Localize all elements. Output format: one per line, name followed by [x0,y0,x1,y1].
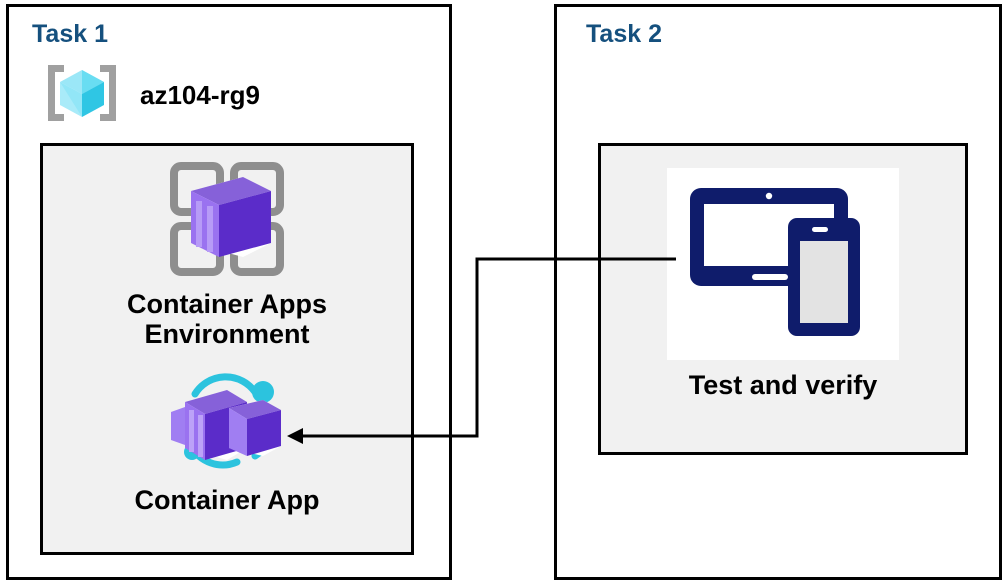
resource-group-label: az104-rg9 [140,80,260,110]
resource-group-row: az104-rg9 [38,62,260,129]
task-1-title: Task 1 [32,20,108,48]
resource-group-icon [38,62,126,129]
node-container-app: Container App [40,372,414,515]
container-apps-environment-icon [165,160,289,283]
node-container-apps-environment: Container Apps Environment [40,160,414,349]
test-devices-icon [667,168,899,360]
task-2-title: Task 2 [586,20,662,48]
container-apps-environment-label: Container Apps Environment [126,289,327,350]
container-app-icon [159,372,295,481]
node-test-and-verify: Test and verify [598,168,968,400]
container-app-label: Container App [134,485,320,515]
test-and-verify-label: Test and verify [688,370,878,400]
